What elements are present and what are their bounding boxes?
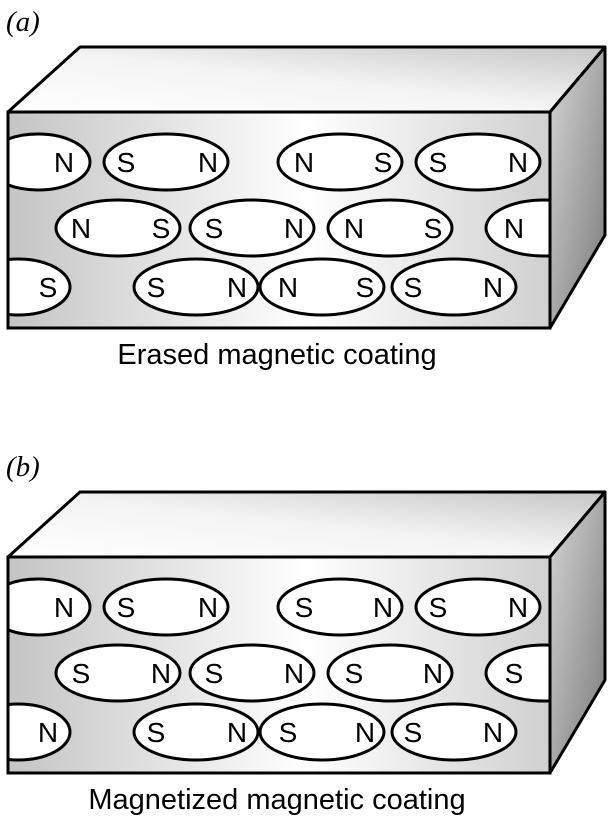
magnetic-domain bbox=[326, 198, 454, 258]
magnetic-domain bbox=[132, 257, 260, 317]
pole-label: S bbox=[39, 272, 58, 303]
pole-label: S bbox=[424, 213, 443, 244]
magnetic-domain bbox=[276, 577, 404, 637]
magnetic-domain bbox=[414, 577, 542, 637]
pole-label: N bbox=[38, 717, 58, 748]
pole-label: N bbox=[54, 147, 74, 178]
magnetic-domain bbox=[102, 132, 230, 192]
pole-label: N bbox=[508, 147, 528, 178]
pole-label: S bbox=[205, 658, 224, 689]
pole-label: S bbox=[345, 658, 364, 689]
pole-label: S bbox=[429, 147, 448, 178]
magnetic-domain bbox=[258, 257, 386, 317]
magnetic-domain bbox=[276, 132, 404, 192]
magnetic-domain bbox=[390, 702, 518, 762]
pole-label: N bbox=[278, 272, 298, 303]
magnetic-domain bbox=[54, 198, 182, 258]
pole-label: N bbox=[54, 592, 74, 623]
magnetic-domain bbox=[326, 643, 454, 703]
magnetic-domain bbox=[54, 643, 182, 703]
pole-label: N bbox=[355, 717, 375, 748]
pole-label: N bbox=[483, 272, 503, 303]
pole-label: S bbox=[404, 717, 423, 748]
pole-label: N bbox=[227, 272, 247, 303]
magnetic-domain bbox=[258, 702, 386, 762]
pole-label: S bbox=[356, 272, 375, 303]
magnetic-domain bbox=[8, 257, 72, 317]
magnetic-domain bbox=[8, 702, 72, 762]
pole-label: S bbox=[279, 717, 298, 748]
panel-a-label: (a) bbox=[6, 6, 40, 38]
magnetic-domain bbox=[8, 577, 92, 637]
block-top-face bbox=[6, 490, 607, 559]
magnetic-domain bbox=[484, 198, 550, 258]
pole-label: N bbox=[504, 213, 524, 244]
pole-label: N bbox=[294, 147, 314, 178]
front-face-outline bbox=[6, 555, 552, 775]
pole-label: S bbox=[147, 717, 166, 748]
pole-label: S bbox=[205, 213, 224, 244]
magnetic-domain bbox=[484, 643, 550, 703]
magnetic-domain bbox=[8, 132, 92, 192]
pole-label: S bbox=[117, 592, 136, 623]
magnetic-domain bbox=[188, 198, 316, 258]
magnetic-domain bbox=[132, 702, 260, 762]
pole-label: N bbox=[423, 658, 443, 689]
pole-label: S bbox=[404, 272, 423, 303]
pole-label: S bbox=[374, 147, 393, 178]
pole-label: S bbox=[429, 592, 448, 623]
pole-label: S bbox=[505, 658, 524, 689]
pole-label: N bbox=[284, 658, 304, 689]
pole-label: S bbox=[72, 658, 91, 689]
pole-label: N bbox=[151, 658, 171, 689]
pole-label: N bbox=[198, 592, 218, 623]
pole-label: N bbox=[198, 147, 218, 178]
magnetic-domain bbox=[414, 132, 542, 192]
pole-label: S bbox=[117, 147, 136, 178]
block-top-face bbox=[6, 45, 607, 114]
pole-label: N bbox=[344, 213, 364, 244]
pole-label: N bbox=[227, 717, 247, 748]
magnetic-domain bbox=[102, 577, 230, 637]
pole-label: S bbox=[152, 213, 171, 244]
panel-a-caption: Erased magnetic coating bbox=[117, 339, 436, 371]
pole-label: N bbox=[71, 213, 91, 244]
magnetic-domain bbox=[390, 257, 518, 317]
pole-label: S bbox=[295, 592, 314, 623]
panel-b-caption: Magnetized magnetic coating bbox=[88, 784, 465, 816]
front-face-outline bbox=[6, 110, 552, 330]
pole-label: N bbox=[284, 213, 304, 244]
pole-label: N bbox=[483, 717, 503, 748]
pole-label: S bbox=[147, 272, 166, 303]
panel-b-label: (b) bbox=[6, 451, 40, 483]
magnetic-domain bbox=[188, 643, 316, 703]
pole-label: N bbox=[508, 592, 528, 623]
pole-label: N bbox=[373, 592, 393, 623]
